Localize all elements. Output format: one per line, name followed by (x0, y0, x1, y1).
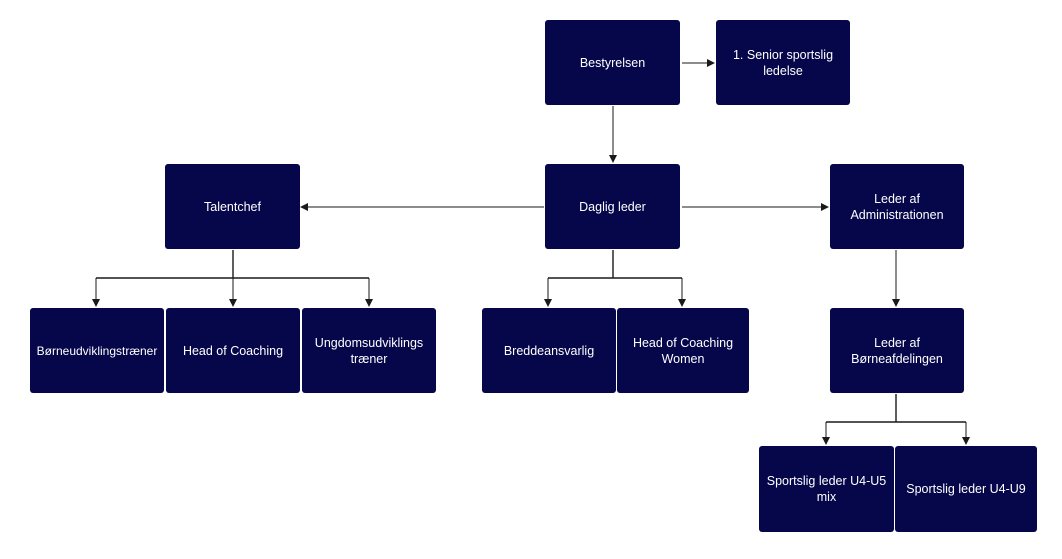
node-leder-administration: Leder af Administrationen (830, 164, 964, 249)
node-head-of-coaching: Head of Coaching (166, 308, 300, 393)
node-breddeansvarlig: Breddeansvarlig (482, 308, 616, 393)
node-bestyrelsen: Bestyrelsen (545, 20, 680, 105)
node-sportslig-leder-u4-u5: Sportslig leder U4-U5 mix (759, 446, 894, 532)
node-daglig-leder: Daglig leder (545, 164, 680, 249)
edge-daglig-trunk (548, 250, 682, 279)
node-talentchef: Talentchef (165, 164, 300, 249)
node-leder-borneafdelingen: Leder af Børneafdelingen (830, 308, 964, 393)
edge-talentchef-trunk (96, 250, 369, 279)
edge-borneafd-trunk (826, 394, 966, 423)
node-sportslig-leder-u4-u9: Sportslig leder U4-U9 (895, 446, 1037, 532)
node-ungdomsudviklings-traener: Ungdomsudviklings træner (302, 308, 436, 393)
node-head-of-coaching-women: Head of Coaching Women (617, 308, 749, 393)
node-borneudviklingstraener: Børneudviklingstræner (30, 308, 164, 393)
node-senior-sportslig-ledelse: 1. Senior sportslig ledelse (716, 20, 850, 105)
